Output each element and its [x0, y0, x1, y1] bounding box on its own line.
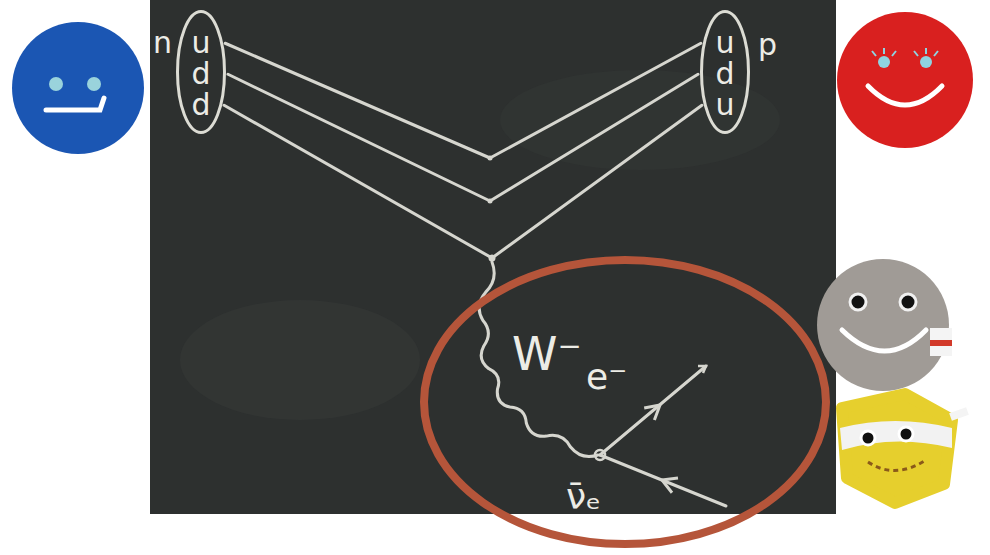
- plush-mouth: [868, 460, 926, 471]
- highlight-circle-ellipse: [424, 260, 826, 544]
- plush-eye: [49, 77, 63, 91]
- chalk-smudge: [180, 300, 420, 420]
- electron-line-tip: [698, 366, 706, 373]
- quark-label: d: [715, 57, 734, 92]
- quark-line: [228, 74, 698, 201]
- vertex-dot: [595, 450, 605, 460]
- plush-eye: [850, 294, 866, 310]
- hadron-label: n: [153, 26, 172, 61]
- electron-arrowhead: [644, 405, 660, 420]
- plush-eye: [87, 77, 101, 91]
- plush-eye: [878, 56, 890, 68]
- plush-eye: [900, 294, 916, 310]
- proton-plush: [837, 12, 973, 148]
- quark-label: d: [191, 57, 210, 92]
- highlight-circle-outline: [420, 256, 830, 548]
- plush-mouth: [46, 98, 104, 110]
- plush-mask: [840, 421, 952, 450]
- quark-label: u: [715, 26, 734, 61]
- plush-eye: [920, 56, 932, 68]
- plush-tag: [930, 328, 952, 356]
- plush-tag: [949, 407, 969, 421]
- particle-label: W⁻: [512, 328, 582, 381]
- quark-label: u: [715, 88, 734, 123]
- quark-line: [225, 43, 701, 158]
- plush-eye: [899, 427, 913, 441]
- hadron-oval-ellipse: [702, 12, 749, 133]
- plush-eyelashes: [872, 48, 938, 56]
- plush-body: [842, 394, 952, 503]
- particle-label: e⁻: [586, 356, 627, 397]
- plush-mouth: [842, 330, 926, 351]
- plush-eye: [861, 431, 875, 445]
- hadron-label: p: [758, 28, 777, 63]
- antineutrino-arrowhead: [662, 478, 678, 493]
- plush-body: [837, 12, 973, 148]
- plush-body: [12, 22, 144, 154]
- quark-line: [224, 105, 702, 258]
- antineutrino-plush: [840, 394, 969, 503]
- particle-label: ν̄ₑ: [566, 476, 601, 517]
- electron-plush: [817, 259, 952, 391]
- plush-tag-stripe: [930, 340, 952, 346]
- neutron-plush: [12, 22, 144, 154]
- quark-label: u: [191, 26, 210, 61]
- plush-body: [817, 259, 949, 391]
- highlight-circle: W⁻e⁻ ν̄ₑ: [420, 256, 830, 548]
- chalkboard: [150, 0, 836, 514]
- quark-label: d: [191, 88, 210, 123]
- plush-mouth: [868, 86, 942, 105]
- hadron-oval: nudd: [176, 10, 226, 134]
- hadron-oval: udup: [700, 10, 750, 134]
- antineutrino-line: [600, 455, 726, 506]
- hadron-oval-ellipse: [178, 12, 225, 133]
